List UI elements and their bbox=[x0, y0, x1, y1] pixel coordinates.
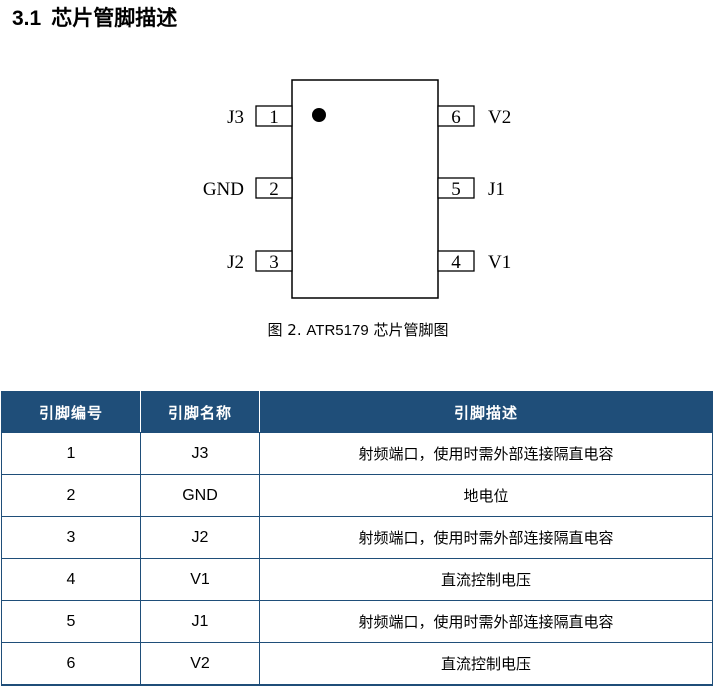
table-header-row: 引脚编号 引脚名称 引脚描述 bbox=[1, 391, 713, 433]
table-row: 5 J1 射频端口，使用时需外部连接隔直电容 bbox=[1, 600, 713, 643]
pin-number-6: 6 bbox=[451, 107, 461, 128]
pin-label-j2: J2 bbox=[227, 252, 244, 273]
pin1-marker-dot bbox=[312, 108, 326, 122]
cell-pin-description: 射频端口，使用时需外部连接隔直电容 bbox=[259, 516, 713, 559]
pin-label-j1: J1 bbox=[488, 179, 505, 200]
cell-pin-description: 射频端口，使用时需外部连接隔直电容 bbox=[259, 432, 713, 475]
section-heading: 3.1 芯片管脚描述 bbox=[12, 4, 177, 32]
section-title: 芯片管脚描述 bbox=[51, 5, 178, 30]
pin-number-4: 4 bbox=[451, 252, 461, 273]
cell-pin-name: V2 bbox=[140, 642, 260, 686]
pin-number-2: 2 bbox=[269, 179, 279, 200]
pin-box-3 bbox=[255, 250, 293, 272]
pin-box-1 bbox=[255, 105, 293, 127]
pin-box-6 bbox=[437, 105, 475, 127]
cell-pin-name: J1 bbox=[140, 600, 260, 643]
pin-box-4 bbox=[437, 250, 475, 272]
cell-pin-number: 5 bbox=[1, 600, 141, 643]
cell-pin-number: 6 bbox=[1, 642, 141, 686]
table-row: 4 V1 直流控制电压 bbox=[1, 558, 713, 601]
pin-diagram: 1 2 3 J3 GND J2 6 5 4 V2 J1 V1 bbox=[180, 70, 540, 310]
pin-number-5: 5 bbox=[451, 179, 461, 200]
header-pin-name: 引脚名称 bbox=[140, 391, 260, 433]
header-pin-description: 引脚描述 bbox=[259, 391, 713, 433]
pin-box-5 bbox=[437, 177, 475, 199]
table-row: 6 V2 直流控制电压 bbox=[1, 642, 713, 686]
cell-pin-number: 2 bbox=[1, 474, 141, 517]
pin-label-j3: J3 bbox=[227, 107, 244, 128]
caption-model: ATR5179 bbox=[306, 322, 369, 339]
cell-pin-name: J3 bbox=[140, 432, 260, 475]
cell-pin-description: 地电位 bbox=[259, 474, 713, 517]
pin-number-1: 1 bbox=[269, 107, 279, 128]
table-row: 2 GND 地电位 bbox=[1, 474, 713, 517]
pin-table: 引脚编号 引脚名称 引脚描述 1 J3 射频端口，使用时需外部连接隔直电容 2 … bbox=[1, 391, 713, 686]
caption-suffix: 芯片管脚图 bbox=[373, 321, 449, 339]
cell-pin-description: 直流控制电压 bbox=[259, 558, 713, 601]
table-row: 1 J3 射频端口，使用时需外部连接隔直电容 bbox=[1, 432, 713, 475]
pin-label-v1: V1 bbox=[488, 252, 511, 273]
pin-number-3: 3 bbox=[269, 252, 279, 273]
cell-pin-number: 4 bbox=[1, 558, 141, 601]
section-number: 3.1 bbox=[12, 7, 42, 30]
cell-pin-number: 3 bbox=[1, 516, 141, 559]
figure-caption: 图 2. ATR5179 芯片管脚图 bbox=[0, 320, 716, 341]
caption-prefix: 图 2. bbox=[267, 321, 302, 339]
cell-pin-name: GND bbox=[140, 474, 260, 517]
pin-label-v2: V2 bbox=[488, 107, 511, 128]
table-row: 3 J2 射频端口，使用时需外部连接隔直电容 bbox=[1, 516, 713, 559]
pin-box-2 bbox=[255, 177, 293, 199]
cell-pin-name: V1 bbox=[140, 558, 260, 601]
cell-pin-description: 直流控制电压 bbox=[259, 642, 713, 686]
pin-label-gnd: GND bbox=[203, 179, 244, 200]
header-pin-number: 引脚编号 bbox=[1, 391, 141, 433]
cell-pin-number: 1 bbox=[1, 432, 141, 475]
cell-pin-description: 射频端口，使用时需外部连接隔直电容 bbox=[259, 600, 713, 643]
cell-pin-name: J2 bbox=[140, 516, 260, 559]
